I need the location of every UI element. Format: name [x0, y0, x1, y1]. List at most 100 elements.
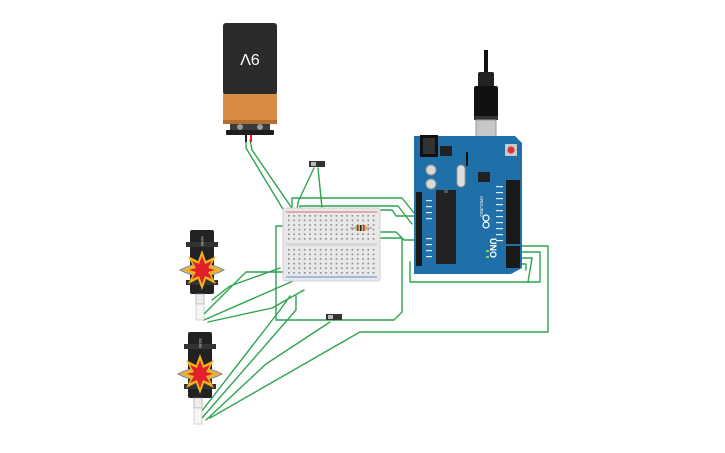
wire-bb-to-arduino-3[interactable] — [371, 231, 419, 241]
breadboard-hole — [330, 224, 332, 226]
wire-servo1-b[interactable] — [203, 277, 301, 321]
breadboard[interactable] — [282, 207, 381, 282]
breadboard-hole — [293, 233, 295, 235]
breadboard-hole — [335, 233, 338, 235]
servo-motor-2[interactable]: SG90 — [176, 332, 224, 425]
breadboard-hole — [293, 267, 295, 269]
breadboard-hole — [335, 262, 338, 265]
breadboard-hole — [341, 219, 343, 222]
breadboard-hole — [309, 258, 311, 260]
wire-arduino-right-2[interactable] — [409, 251, 541, 283]
breadboard-hole — [319, 249, 322, 251]
breadboard-hole — [325, 219, 327, 222]
breadboard-hole — [325, 253, 327, 256]
breadboard-hole — [367, 272, 370, 274]
breadboard-hole — [356, 267, 359, 269]
breadboard-hole — [362, 219, 364, 222]
breadboard-hole — [330, 228, 332, 231]
breadboard-hole — [298, 253, 301, 256]
breadboard-hole — [367, 238, 370, 240]
breadboard-hole — [314, 272, 317, 274]
servo-1-model-label: SG90 — [200, 236, 205, 247]
explosion-warning-icon — [182, 250, 222, 290]
breadboard-hole — [303, 253, 306, 256]
breadboard-hole — [309, 219, 311, 222]
breadboard-hole — [314, 215, 317, 217]
wire-breadboard-loop[interactable] — [275, 225, 403, 321]
breadboard-hole — [346, 267, 348, 269]
wire-bb-to-arduino-1[interactable] — [291, 197, 419, 219]
breadboard-hole — [346, 258, 348, 260]
breadboard-hole — [372, 215, 375, 217]
breadboard-hole — [372, 224, 375, 226]
breadboard-hole — [372, 253, 375, 256]
breadboard-hole — [298, 224, 301, 226]
breadboard-hole — [325, 267, 327, 269]
breadboard-hole — [330, 267, 332, 269]
breadboard-hole — [351, 249, 354, 251]
arduino-model-label: UNO — [488, 238, 498, 258]
breadboard-hole — [309, 233, 311, 235]
breadboard-hole — [372, 272, 375, 274]
wire-battery-pos[interactable] — [249, 139, 301, 221]
servo-motor-1[interactable]: SG90 — [178, 230, 226, 321]
breadboard-hole — [309, 262, 311, 265]
breadboard-hole — [330, 253, 332, 256]
breadboard-hole — [319, 253, 322, 256]
breadboard-hole — [293, 215, 295, 217]
breadboard-hole — [335, 238, 338, 240]
breadboard-hole — [293, 262, 295, 265]
wire-servo1-to-bb-left[interactable] — [211, 267, 281, 301]
breadboard-hole — [314, 267, 317, 269]
breadboard-hole — [362, 253, 364, 256]
wire-servo2-a[interactable] — [197, 295, 291, 417]
breadboard-hole — [314, 262, 317, 265]
breadboard-hole — [319, 228, 322, 231]
breadboard-hole — [319, 219, 322, 222]
breadboard-hole — [325, 262, 327, 265]
breadboard-hole — [298, 249, 301, 251]
breadboard-hole — [362, 262, 364, 265]
breadboard-hole — [288, 253, 290, 256]
breadboard-hole — [346, 272, 348, 274]
breadboard-hole — [330, 233, 332, 235]
breadboard-hole — [293, 249, 295, 251]
breadboard-hole — [362, 215, 364, 217]
breadboard-hole — [309, 267, 311, 269]
breadboard-hole — [335, 224, 338, 226]
resistor-icon[interactable] — [350, 225, 372, 231]
arduino-uno[interactable]: UNO ARDUINO — [414, 50, 522, 274]
slide-switch-icon[interactable] — [326, 314, 342, 320]
wire-servo1-c[interactable] — [207, 289, 305, 323]
wire-servo2-c[interactable] — [205, 321, 331, 421]
breadboard-hole — [330, 238, 332, 240]
breadboard-hole — [367, 233, 370, 235]
breadboard-hole — [346, 233, 348, 235]
breadboard-hole — [309, 253, 311, 256]
breadboard-hole — [293, 228, 295, 231]
breadboard-hole — [330, 215, 332, 217]
breadboard-hole — [325, 233, 327, 235]
breadboard-hole — [303, 219, 306, 222]
breadboard-hole — [319, 233, 322, 235]
breadboard-hole — [356, 253, 359, 256]
breadboard-hole — [362, 249, 364, 251]
breadboard-hole — [288, 215, 290, 217]
breadboard-hole — [288, 249, 290, 251]
breadboard-hole — [335, 253, 338, 256]
breadboard-hole — [298, 262, 301, 265]
wire-arduino-right-1[interactable] — [209, 245, 549, 419]
breadboard-hole — [330, 262, 332, 265]
slide-switch-icon[interactable] — [309, 161, 325, 167]
breadboard-hole — [330, 219, 332, 222]
wire-servo1-a[interactable] — [199, 271, 297, 319]
breadboard-hole — [309, 238, 311, 240]
breadboard-hole — [303, 224, 306, 226]
breadboard-hole — [319, 258, 322, 260]
battery-9v[interactable]: 9V — [223, 23, 277, 142]
breadboard-hole — [341, 262, 343, 265]
breadboard-hole — [293, 224, 295, 226]
breadboard-hole — [367, 249, 370, 251]
wire-servo2-b[interactable] — [201, 295, 297, 419]
wire-battery-neg[interactable] — [245, 139, 293, 225]
